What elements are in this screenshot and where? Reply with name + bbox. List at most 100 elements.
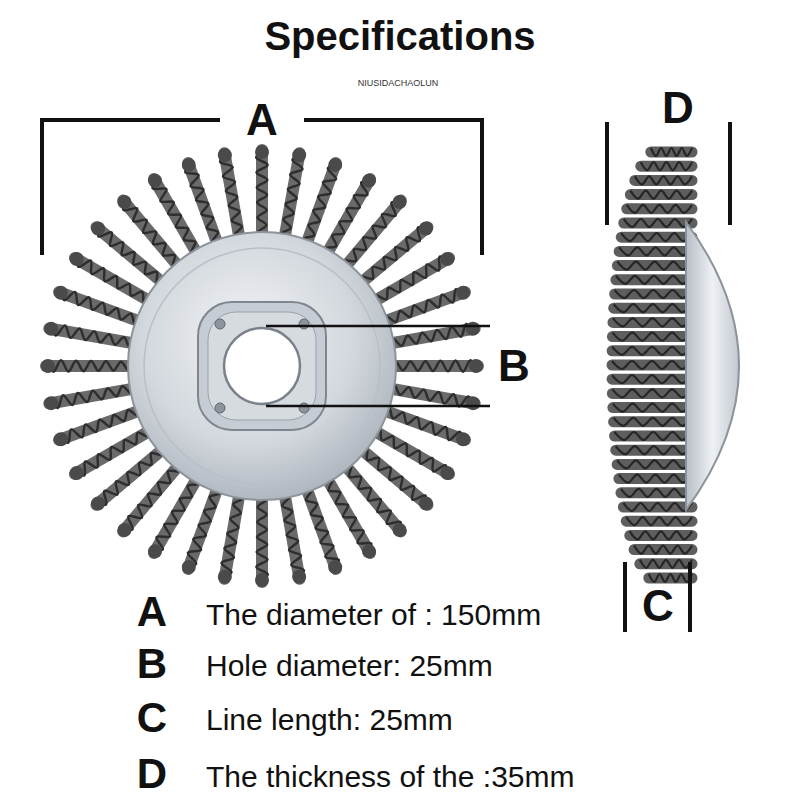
side-tuft bbox=[616, 446, 692, 454]
tuft-end bbox=[148, 544, 162, 558]
side-tuft-twist bbox=[630, 531, 692, 539]
side-tuft bbox=[613, 318, 692, 326]
tuft-end bbox=[328, 158, 342, 172]
center-hole bbox=[224, 328, 300, 404]
spec-letter: A bbox=[137, 589, 167, 635]
side-tuft bbox=[623, 503, 692, 511]
wire-tuft bbox=[44, 322, 138, 347]
screw bbox=[215, 319, 225, 329]
tuft-twist bbox=[356, 448, 426, 509]
leader-line bbox=[266, 405, 490, 408]
side-tuft-body bbox=[623, 502, 692, 513]
side-tuft bbox=[649, 574, 692, 582]
side-tuft bbox=[617, 262, 692, 270]
side-tuft-twist bbox=[630, 191, 692, 199]
side-tuft-body bbox=[630, 530, 692, 541]
tuft-body bbox=[59, 409, 144, 440]
side-tuft bbox=[612, 333, 692, 341]
tuft-twist bbox=[46, 360, 136, 372]
side-tuft-twist bbox=[617, 460, 692, 468]
wire-tufts bbox=[41, 145, 483, 587]
side-tuft-body bbox=[615, 431, 692, 442]
side-tuft-twist bbox=[626, 517, 692, 525]
tuft-end bbox=[292, 148, 306, 162]
side-tuft bbox=[641, 162, 692, 170]
wire-tuft bbox=[255, 492, 269, 587]
side-tuft-body bbox=[615, 289, 692, 300]
side-tuft bbox=[627, 205, 692, 213]
side-tuft-body bbox=[621, 487, 692, 498]
tuft-end bbox=[419, 497, 433, 511]
side-tuft-body bbox=[616, 445, 692, 456]
dimension-lines-c bbox=[625, 562, 690, 632]
side-tuft bbox=[635, 176, 692, 184]
side-tuft-body bbox=[619, 246, 692, 257]
tuft-end bbox=[182, 560, 196, 574]
wire-tuft bbox=[281, 148, 306, 242]
side-tuft-twist bbox=[619, 475, 692, 483]
wire-tuft bbox=[54, 405, 144, 446]
side-tuft-body bbox=[612, 360, 692, 371]
side-tuft-body bbox=[619, 473, 692, 484]
tuft-end bbox=[393, 195, 407, 209]
spec-text: The diameter of : 150mm bbox=[206, 598, 541, 631]
side-tuft-twist bbox=[624, 219, 692, 227]
spec-text: Line length: 25mm bbox=[206, 703, 453, 736]
tuft-twist bbox=[382, 289, 467, 327]
side-tuft-twist bbox=[617, 262, 692, 270]
tuft-end bbox=[456, 432, 470, 446]
side-tuft bbox=[624, 219, 692, 227]
side-tuft-body bbox=[612, 331, 692, 342]
wire-tuft bbox=[388, 359, 483, 373]
tuft-end bbox=[54, 286, 68, 300]
side-tuft-body bbox=[612, 374, 692, 385]
wire-tuft bbox=[218, 148, 244, 242]
tuft-body bbox=[46, 360, 136, 372]
side-tuft bbox=[616, 276, 692, 284]
side-tuft-body bbox=[635, 175, 692, 186]
tuft-end bbox=[328, 560, 342, 574]
watermark: NIUSIDACHAOLUN bbox=[358, 79, 439, 89]
tuft-body bbox=[256, 492, 268, 582]
wire-tuft bbox=[380, 286, 470, 327]
side-tuft-twist bbox=[614, 304, 692, 312]
side-tuft-body bbox=[613, 317, 692, 328]
screw bbox=[215, 403, 225, 413]
tuft-end bbox=[91, 497, 105, 511]
wire-tuft bbox=[280, 490, 306, 584]
tuft-end bbox=[440, 466, 454, 480]
tuft-body bbox=[305, 484, 336, 569]
tuft-end bbox=[70, 252, 84, 266]
side-tuft-twist bbox=[613, 404, 692, 412]
tuft-twist bbox=[256, 492, 268, 582]
side-tuft-twist bbox=[649, 574, 692, 582]
side-tuft bbox=[617, 460, 692, 468]
side-tuft bbox=[615, 290, 692, 298]
bracket-line bbox=[42, 120, 220, 255]
screw bbox=[299, 403, 309, 413]
tuft-twist bbox=[280, 491, 304, 580]
wire-tuft bbox=[301, 484, 342, 574]
side-tuft-twist bbox=[627, 205, 692, 213]
tuft-twist bbox=[301, 486, 339, 571]
tuft-body bbox=[380, 292, 465, 323]
tuft-twist bbox=[220, 152, 244, 241]
side-tuft-twist bbox=[616, 446, 692, 454]
side-tuft-twist bbox=[613, 318, 692, 326]
tuft-twist bbox=[388, 360, 478, 372]
tuft-twist bbox=[256, 150, 268, 240]
side-tuft-twist bbox=[621, 489, 692, 497]
tuft-end bbox=[117, 195, 131, 209]
tuft-twist bbox=[48, 384, 137, 408]
dimension-letter: A bbox=[246, 96, 278, 144]
mount-plate bbox=[198, 302, 326, 430]
tuft-body bbox=[256, 150, 268, 240]
spec-letter: C bbox=[137, 695, 167, 741]
side-tuft bbox=[612, 361, 692, 369]
tuft-twist bbox=[387, 324, 476, 348]
side-tuft-twist bbox=[612, 333, 692, 341]
tuft-end bbox=[255, 573, 269, 587]
tuft-end bbox=[44, 396, 58, 410]
side-tuft-twist bbox=[640, 560, 692, 568]
tuft-end bbox=[182, 158, 196, 172]
